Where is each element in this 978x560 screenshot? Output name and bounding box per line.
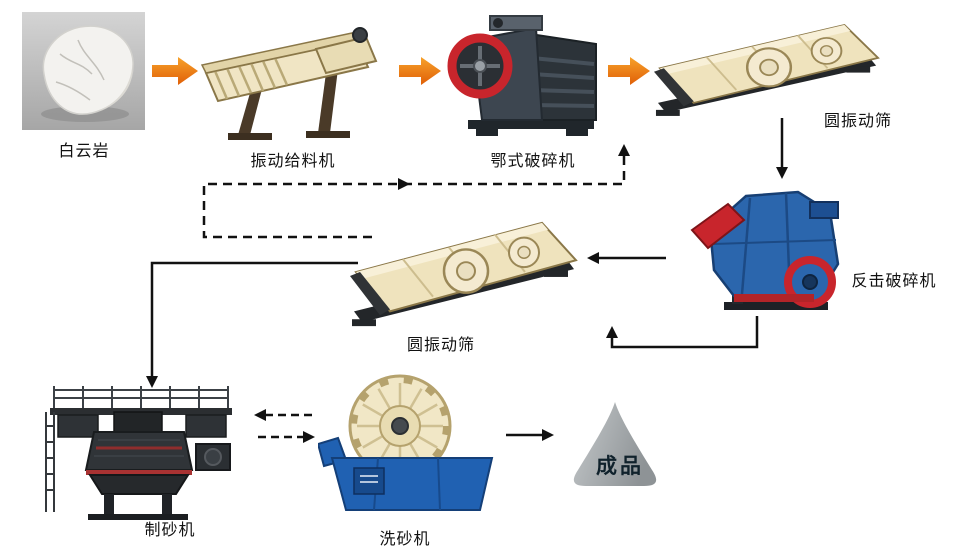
sand-maker-illustration (38, 382, 238, 527)
impact-crusher-illustration (688, 178, 856, 335)
dolomite-photo (22, 12, 145, 135)
dashed-arrow-washer-to-sand-maker (254, 409, 312, 421)
arrow-dolomite-to-feeder (152, 57, 198, 85)
vibrating-feeder-illustration (198, 15, 398, 150)
jaw-crusher-illustration (438, 8, 608, 148)
label-vibrating-feeder: 振动给料机 (250, 153, 336, 170)
label-finished-product: 成品 (596, 455, 644, 478)
label-screen-mid: 圆振动筛 (406, 337, 476, 354)
dashed-arrow-sand-maker-to-washer (258, 431, 315, 443)
arrow-jaw-crusher-to-screen-top (608, 57, 650, 85)
arrow-sand-washer-to-product (506, 429, 554, 441)
label-dolomite: 白云岩 (58, 143, 110, 160)
label-impact-crusher: 反击破碎机 (851, 273, 937, 290)
circular-vibrating-screen-mid-illustration (348, 215, 588, 338)
label-sand-maker: 制砂机 (144, 522, 196, 539)
finished-product-pile (560, 398, 670, 498)
label-jaw-crusher: 鄂式破碎机 (490, 153, 576, 170)
arrow-screen-top-to-impact-crusher (776, 118, 788, 179)
label-screen-top: 圆振动筛 (823, 113, 893, 130)
arrow-feeder-to-jaw-crusher (399, 57, 441, 85)
arrow-impact-crusher-to-screen-mid (587, 252, 666, 264)
sand-washer-illustration (316, 366, 498, 521)
label-sand-washer: 洗砂机 (379, 531, 431, 548)
